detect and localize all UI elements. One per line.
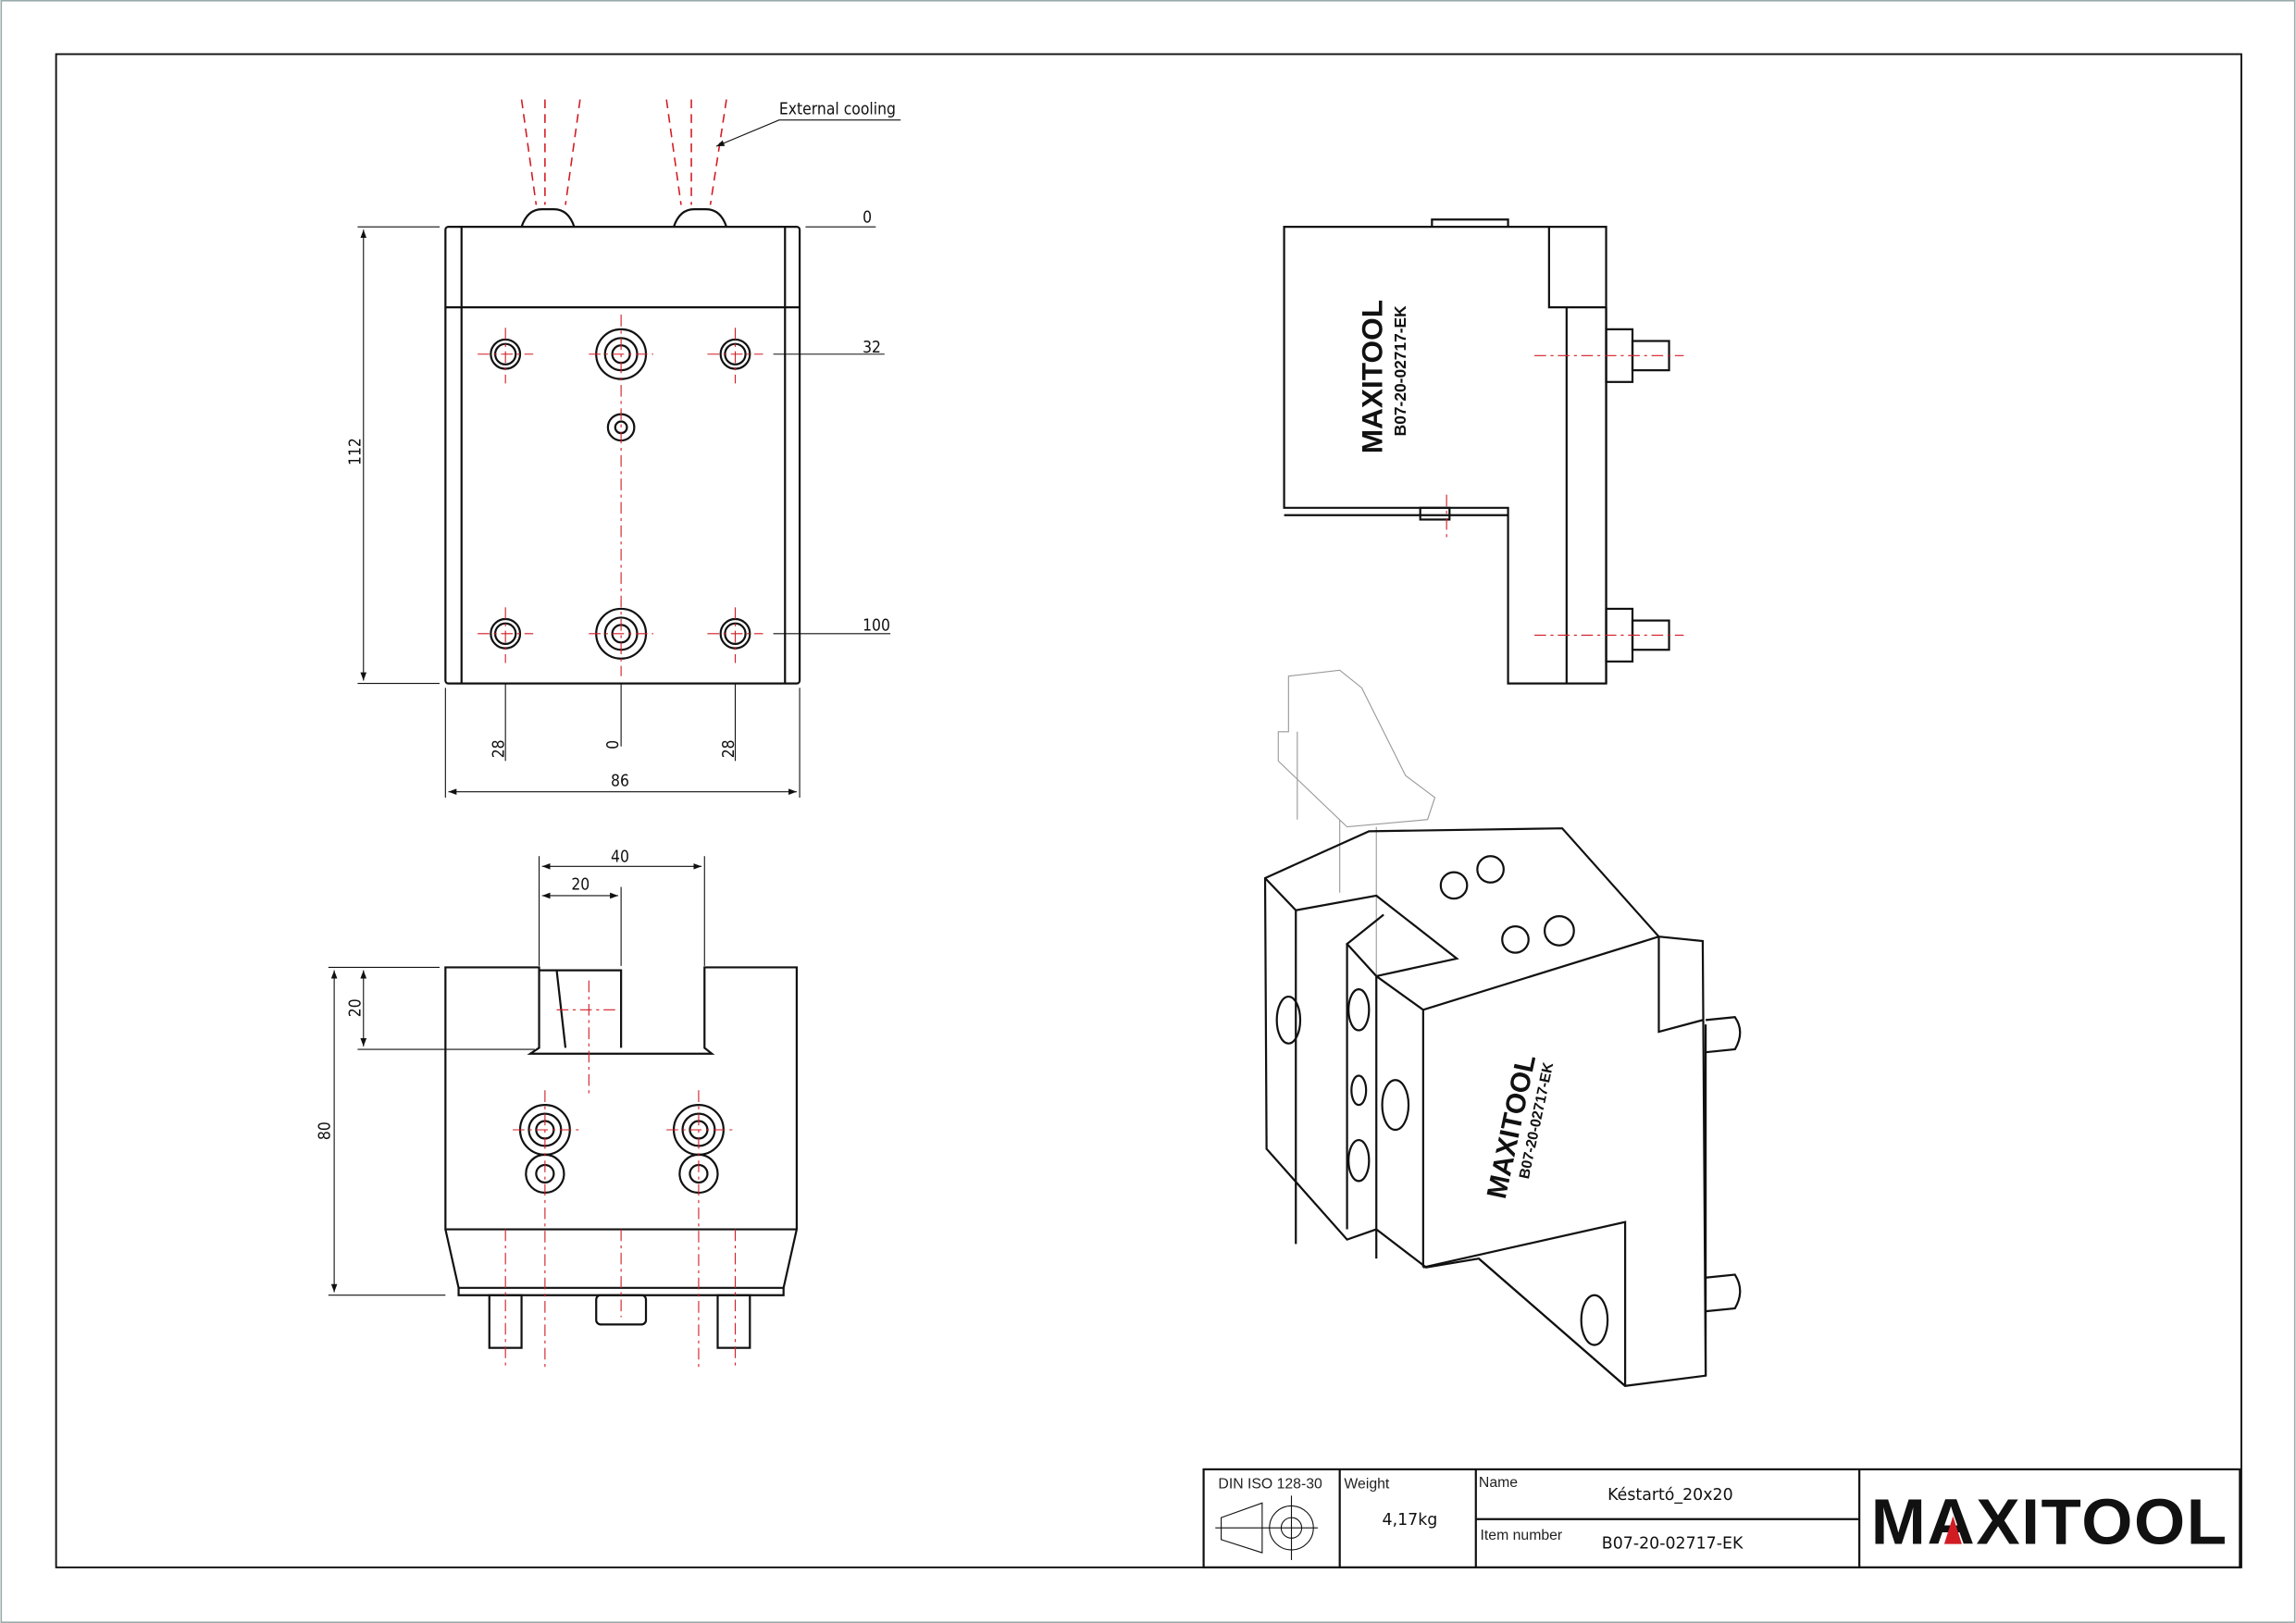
- side-engraving-code: B07-20-02717-EK: [1391, 305, 1409, 436]
- dim-80: 80: [316, 1121, 334, 1140]
- dim-20-top: 20: [571, 876, 590, 895]
- ref-100: 100: [863, 617, 890, 636]
- ref-28-right: 28: [720, 739, 738, 758]
- dim-20-left: 20: [347, 998, 366, 1017]
- external-cooling-label: External cooling: [779, 100, 896, 118]
- logo-accent: [1943, 1516, 1962, 1544]
- cooling-jets: [520, 99, 728, 228]
- bottom-view: 40 20 20 80: [316, 849, 799, 1369]
- dim-86: 86: [611, 772, 629, 790]
- title-block: DIN ISO 128-30 Weight 4,17kg Name Késtar…: [1202, 1468, 2241, 1569]
- maxitool-logo: MAXITOOL: [1871, 1486, 2228, 1558]
- holes: [478, 315, 763, 676]
- dim-40: 40: [611, 849, 629, 867]
- item-number-label: Item number: [1481, 1528, 1563, 1543]
- weight-label: Weight: [1344, 1476, 1389, 1492]
- weight-value: 4,17kg: [1383, 1511, 1438, 1530]
- ref-32: 32: [863, 339, 881, 357]
- ref-28-left: 28: [490, 739, 509, 758]
- side-view: MAXITOOL B07-20-02717-EK: [1283, 218, 1684, 685]
- projection-symbol-icon: [1215, 1495, 1318, 1560]
- isometric-view: MAXITOOL B07-20-02717-EK: [1263, 669, 1742, 1387]
- ref-0-top: 0: [863, 208, 872, 227]
- standard-label: DIN ISO 128-30: [1218, 1476, 1322, 1492]
- item-number-value: B07-20-02717-EK: [1602, 1534, 1744, 1553]
- name-label: Name: [1479, 1475, 1518, 1491]
- side-engraving-brand: MAXITOOL: [1356, 300, 1389, 453]
- drawing-frame: [55, 53, 2242, 1568]
- front-view: External cooling 112 0 32 100 28 0 28 86: [347, 99, 901, 798]
- name-value: Késtartó_20x20: [1607, 1486, 1733, 1505]
- ref-0-center: 0: [604, 740, 623, 750]
- dim-112: 112: [347, 438, 366, 465]
